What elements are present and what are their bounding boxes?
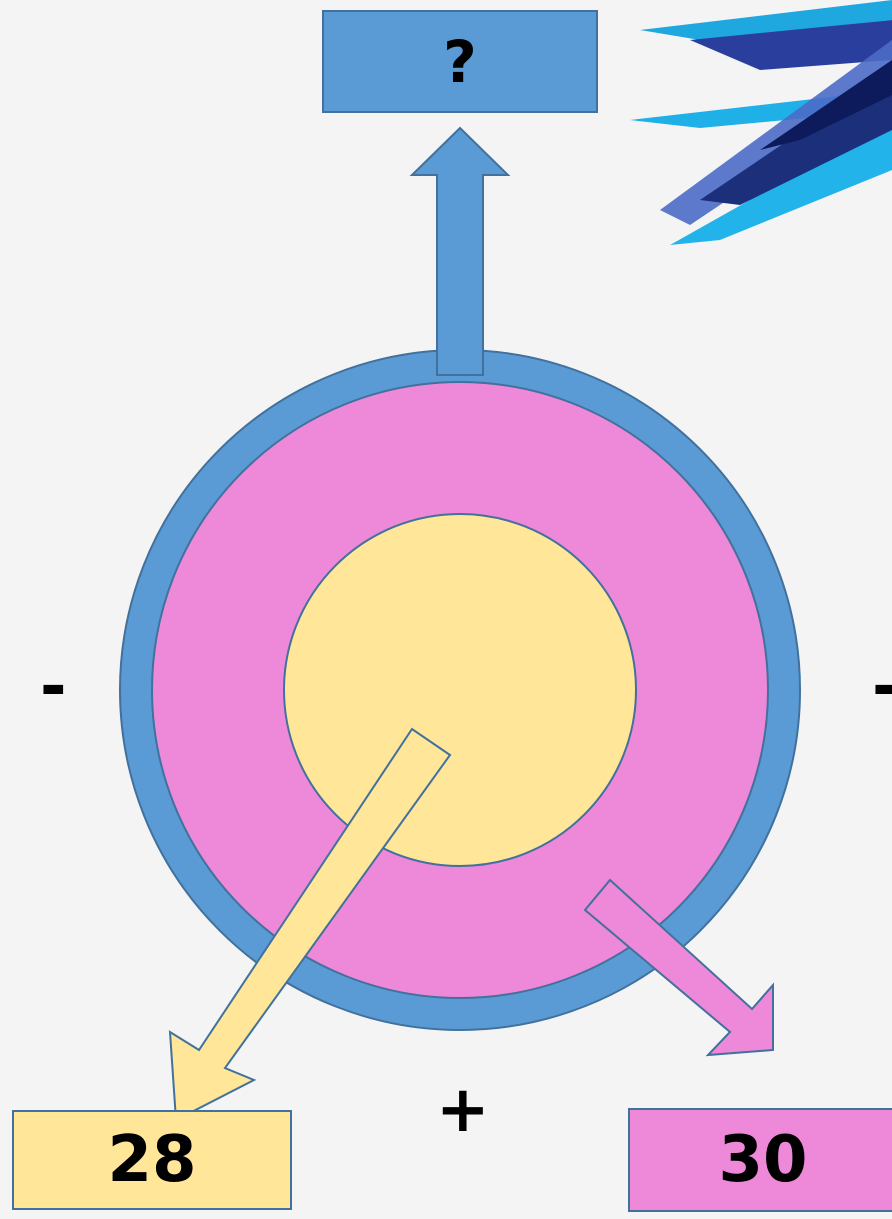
minus-sign-right: - (872, 655, 892, 719)
left-box: 28 (12, 1110, 292, 1210)
minus-sign-left: - (40, 655, 67, 719)
top-box-label: ? (443, 28, 477, 96)
plus-sign-bottom: + (436, 1078, 490, 1142)
right-box: 30 (628, 1108, 892, 1212)
top-box: ? (322, 10, 598, 113)
left-box-label: 28 (107, 1123, 196, 1197)
up-arrow (412, 128, 508, 375)
decorative-corner-graphic (630, 0, 892, 245)
inner-circle (284, 514, 636, 866)
right-box-label: 30 (718, 1123, 807, 1197)
